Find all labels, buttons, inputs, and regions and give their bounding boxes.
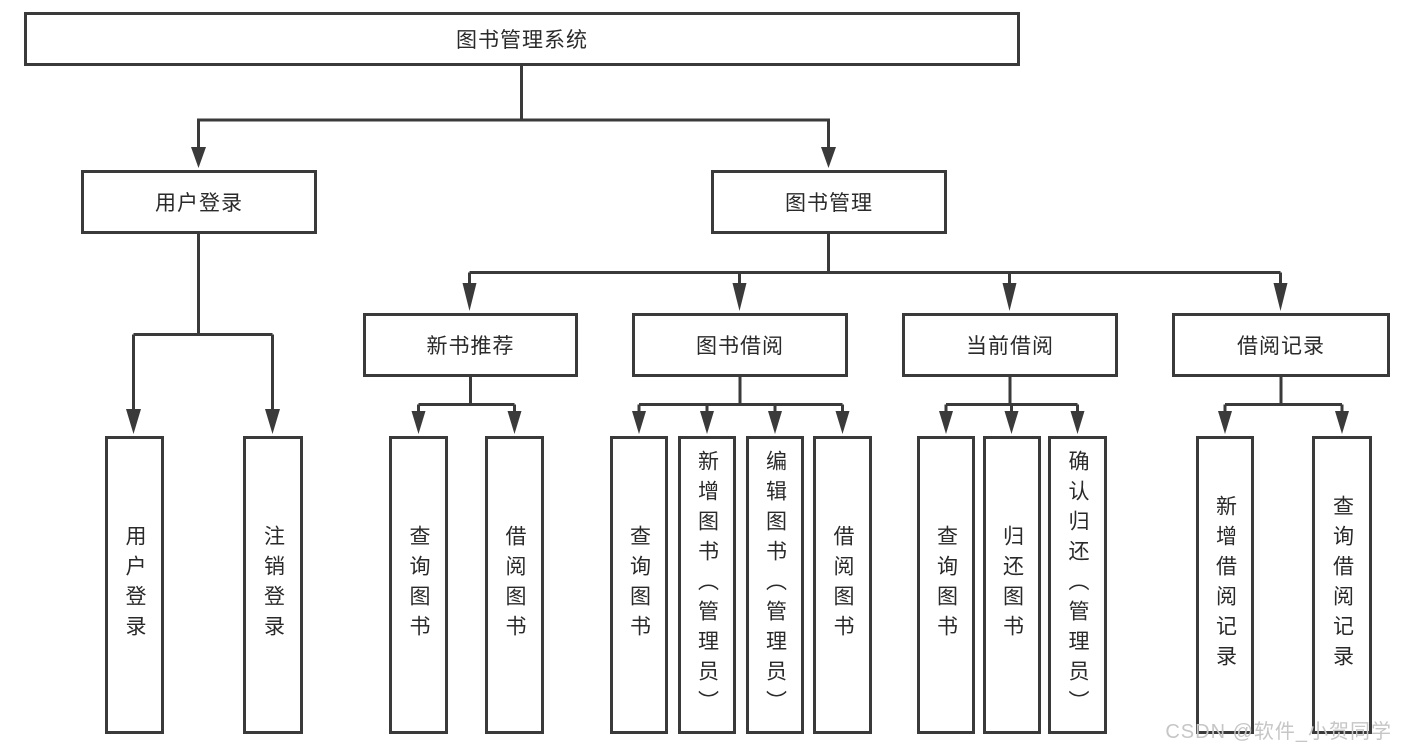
leaf-borrow-books: 借阅图书: [813, 436, 872, 734]
node-new-book-recommend-label: 新书推荐: [426, 335, 515, 358]
arrowhead: [1335, 411, 1349, 434]
current-borrow-connectors: [939, 377, 1085, 434]
node-new-book-recommend: 新书推荐: [363, 313, 578, 377]
arrowhead: [939, 411, 953, 434]
arrowhead: [265, 409, 280, 434]
book-management-connectors: [462, 234, 1288, 311]
leaf-borrow-books-label: 借阅图书: [831, 525, 854, 645]
arrowhead: [411, 411, 426, 434]
leaf-edit-book-admin: 编辑图书（管理员）: [746, 436, 804, 734]
leaf-confirm-return-admin: 确认归还（管理员）: [1048, 436, 1107, 734]
node-book-borrow-label: 图书借阅: [696, 335, 784, 358]
leaf-search-borrow-record: 查询借阅记录: [1312, 436, 1372, 734]
leaf-user-login: 用户登录: [105, 436, 164, 734]
arrowhead: [507, 411, 522, 434]
borrow-record-connectors: [1218, 377, 1349, 434]
arrowhead: [1218, 411, 1232, 434]
leaf-logout: 注销登录: [243, 436, 303, 734]
leaf-return-book: 归还图书: [983, 436, 1041, 734]
book-borrow-connectors: [632, 377, 850, 434]
node-user-login-label: 用户登录: [155, 192, 243, 215]
node-book-borrow: 图书借阅: [632, 313, 848, 377]
node-root: 图书管理系统: [24, 12, 1020, 66]
node-book-management-label: 图书管理: [785, 192, 873, 215]
leaf-return-book-label: 归还图书: [1000, 525, 1024, 645]
node-user-login: 用户登录: [81, 170, 317, 234]
leaf-logout-label: 注销登录: [261, 525, 285, 645]
arrowhead: [1004, 411, 1019, 434]
leaf-search-books-borrow: 查询图书: [610, 436, 668, 734]
arrowhead: [732, 283, 747, 311]
leaf-search-books-recommend: 查询图书: [389, 436, 448, 734]
leaf-search-books-borrow-label: 查询图书: [627, 525, 651, 645]
node-book-management: 图书管理: [711, 170, 947, 234]
node-current-borrow: 当前借阅: [902, 313, 1118, 377]
root-connectors: [191, 66, 836, 168]
leaf-add-borrow-record-label: 新增借阅记录: [1213, 495, 1237, 675]
new-book-recommend-connectors: [411, 377, 522, 434]
arrowhead: [821, 147, 836, 168]
arrowhead: [191, 147, 206, 168]
leaf-search-borrow-record-label: 查询借阅记录: [1330, 495, 1354, 675]
leaf-search-books-recommend-label: 查询图书: [407, 525, 430, 645]
arrowhead: [1070, 411, 1085, 434]
watermark: CSDN @软件_小贺同学: [1165, 721, 1392, 743]
node-root-label: 图书管理系统: [456, 29, 588, 52]
leaf-add-borrow-record: 新增借阅记录: [1196, 436, 1254, 734]
leaf-borrow-books-recommend-label: 借阅图书: [503, 525, 526, 645]
node-borrow-record-label: 借阅记录: [1237, 335, 1325, 358]
arrowhead: [632, 411, 646, 434]
leaf-confirm-return-admin-label: 确认归还（管理员）: [1066, 450, 1089, 720]
leaf-search-books-current-label: 查询图书: [934, 525, 958, 645]
arrowhead: [768, 411, 782, 434]
leaf-edit-book-admin-label: 编辑图书（管理员）: [763, 450, 787, 720]
arrowhead: [835, 411, 850, 434]
arrowhead: [700, 411, 714, 434]
arrowhead: [1273, 283, 1288, 311]
arrowhead: [126, 409, 141, 434]
leaf-add-book-admin-label: 新增图书（管理员）: [695, 450, 719, 720]
user-login-connectors: [126, 234, 280, 434]
leaf-search-books-current: 查询图书: [917, 436, 975, 734]
arrowhead: [1002, 283, 1017, 311]
leaf-add-book-admin: 新增图书（管理员）: [678, 436, 736, 734]
node-borrow-record: 借阅记录: [1172, 313, 1390, 377]
leaf-user-login-label: 用户登录: [123, 525, 146, 645]
arrowhead: [462, 283, 477, 311]
leaf-borrow-books-recommend: 借阅图书: [485, 436, 544, 734]
node-current-borrow-label: 当前借阅: [966, 335, 1054, 358]
